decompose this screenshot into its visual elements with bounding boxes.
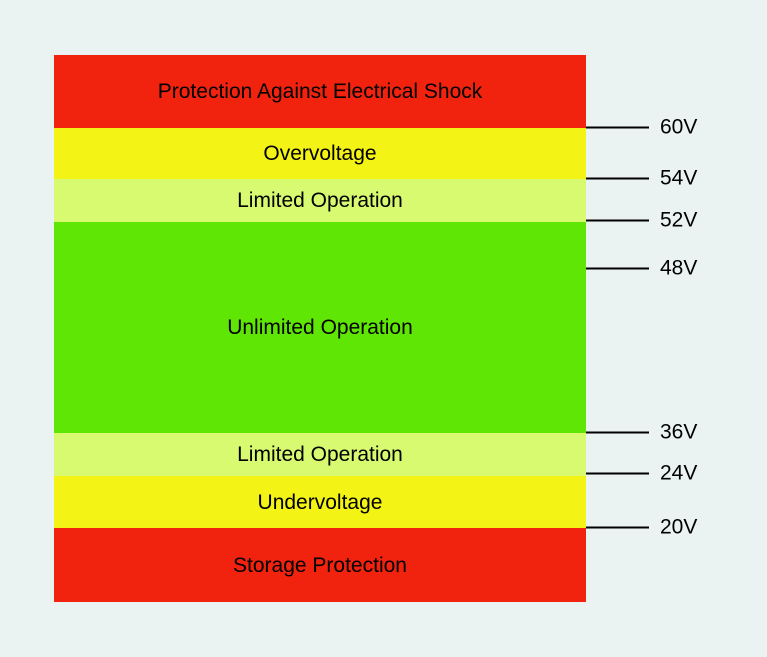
tick-label-48v: 48V <box>660 256 698 280</box>
voltage-zone-chart: Protection Against Electrical Shock Over… <box>54 55 586 602</box>
tick-24v: 24V <box>586 463 697 484</box>
zone-label-undervoltage: Undervoltage <box>257 490 383 514</box>
tick-36v: 36V <box>586 422 697 443</box>
zone-protection-against-electrical-shock: Protection Against Electrical Shock <box>54 55 586 128</box>
tick-20v: 20V <box>586 517 697 538</box>
zone-overvoltage: Overvoltage <box>54 128 586 179</box>
tick-label-52v: 52V <box>660 208 698 232</box>
tick-line-icon <box>586 267 649 269</box>
tick-label-24v: 24V <box>660 461 698 485</box>
tick-line-icon <box>586 431 649 433</box>
zone-unlimited-operation: Unlimited Operation <box>54 222 586 433</box>
tick-line-icon <box>586 177 649 179</box>
tick-label-54v: 54V <box>660 166 698 190</box>
zone-label-limited-operation-upper: Limited Operation <box>237 189 403 212</box>
tick-label-20v: 20V <box>660 515 698 539</box>
tick-line-icon <box>586 526 649 528</box>
zone-label-storage-protection: Storage Protection <box>233 553 407 577</box>
tick-label-60v: 60V <box>660 115 698 139</box>
tick-60v: 60V <box>586 117 697 138</box>
zone-undervoltage: Undervoltage <box>54 476 586 528</box>
tick-label-36v: 36V <box>660 420 698 444</box>
zone-limited-operation-lower: Limited Operation <box>54 433 586 476</box>
tick-52v: 52V <box>586 210 697 231</box>
tick-line-icon <box>586 219 649 221</box>
zone-label-unlimited-operation: Unlimited Operation <box>227 316 413 339</box>
tick-54v: 54V <box>586 168 697 189</box>
tick-48v: 48V <box>586 258 697 279</box>
tick-line-icon <box>586 126 649 128</box>
zone-label-limited-operation-lower: Limited Operation <box>237 443 403 466</box>
zone-storage-protection: Storage Protection <box>54 528 586 602</box>
tick-line-icon <box>586 472 649 474</box>
zone-label-protection-against-electrical-shock: Protection Against Electrical Shock <box>157 80 483 103</box>
zone-limited-operation-upper: Limited Operation <box>54 179 586 222</box>
zone-label-overvoltage: Overvoltage <box>263 142 377 165</box>
